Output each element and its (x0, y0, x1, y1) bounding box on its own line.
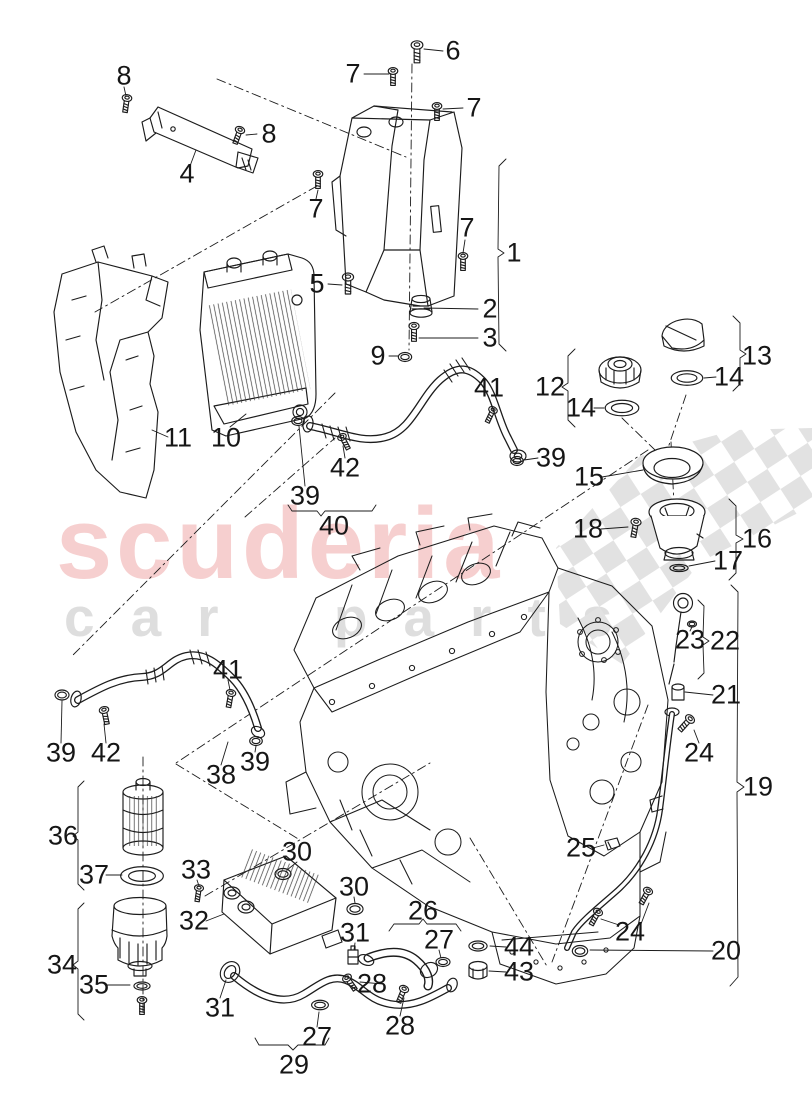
oil-hose-upper (302, 357, 527, 463)
bracket-bar (141, 106, 259, 174)
oil-filter-element (122, 777, 164, 856)
return-hose-right (357, 947, 439, 991)
funnel (642, 446, 704, 485)
oil-hose-lower (70, 649, 266, 739)
watermark-brand: scuderia (56, 488, 503, 600)
filler-neck (648, 498, 706, 561)
dipstick (668, 592, 694, 685)
oil-filler-cap-vented (598, 356, 642, 389)
support-bracket (331, 105, 463, 307)
group-brackets (72, 158, 747, 1051)
rubber-mount (409, 294, 433, 318)
air-duct (53, 245, 169, 499)
retaining-clip (604, 837, 621, 851)
engine (285, 513, 669, 985)
dipstick-sleeve (671, 683, 685, 701)
leader-lines (60, 48, 717, 1028)
oil-filler-cap (661, 318, 705, 352)
radiator (199, 250, 317, 437)
oil-cooler (221, 848, 343, 955)
oil-filter-cap (111, 896, 168, 977)
drain-plug (468, 960, 488, 980)
clamp-piece (347, 945, 359, 965)
guide-tube (564, 707, 680, 951)
